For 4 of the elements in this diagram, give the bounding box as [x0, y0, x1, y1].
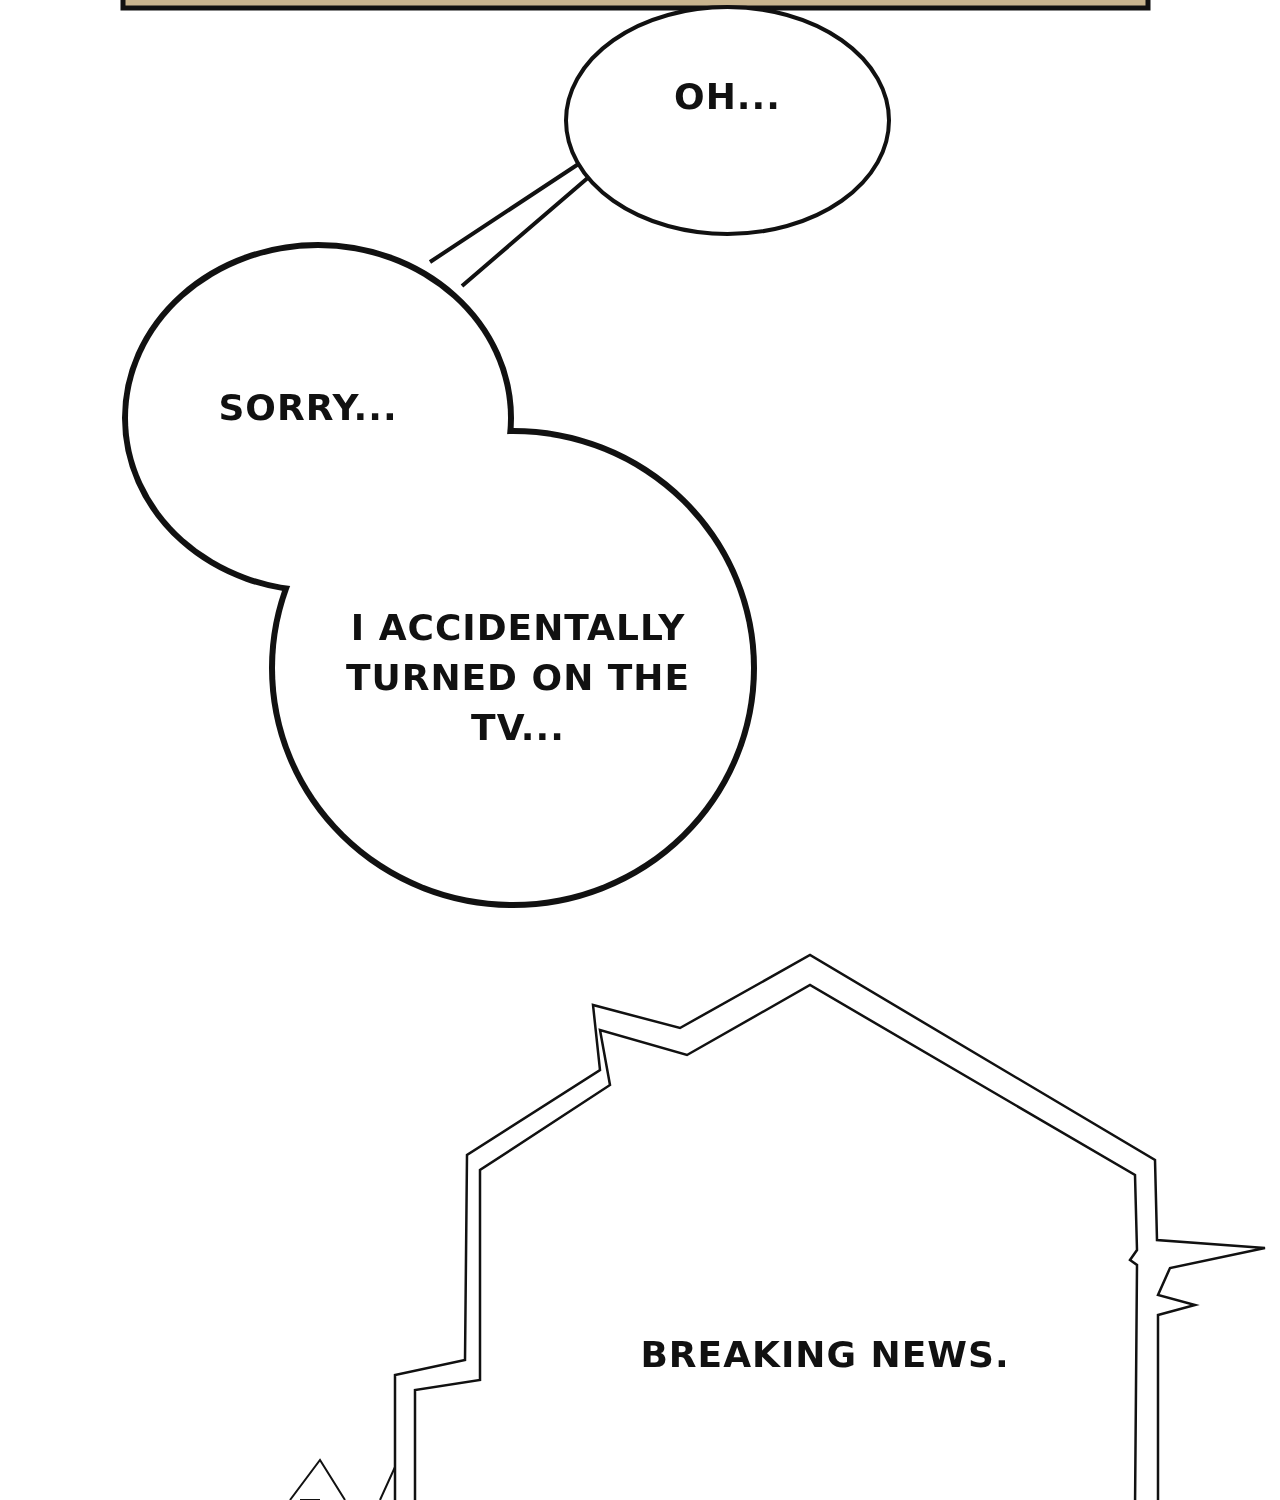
- speech-text: OH...: [673, 75, 782, 119]
- speech-text: I ACCIDENTALLY TURNED ON THE TV...: [344, 606, 692, 750]
- speech-text: SORRY...: [217, 386, 399, 430]
- speech-text: BREAKING NEWS.: [639, 1333, 1011, 1377]
